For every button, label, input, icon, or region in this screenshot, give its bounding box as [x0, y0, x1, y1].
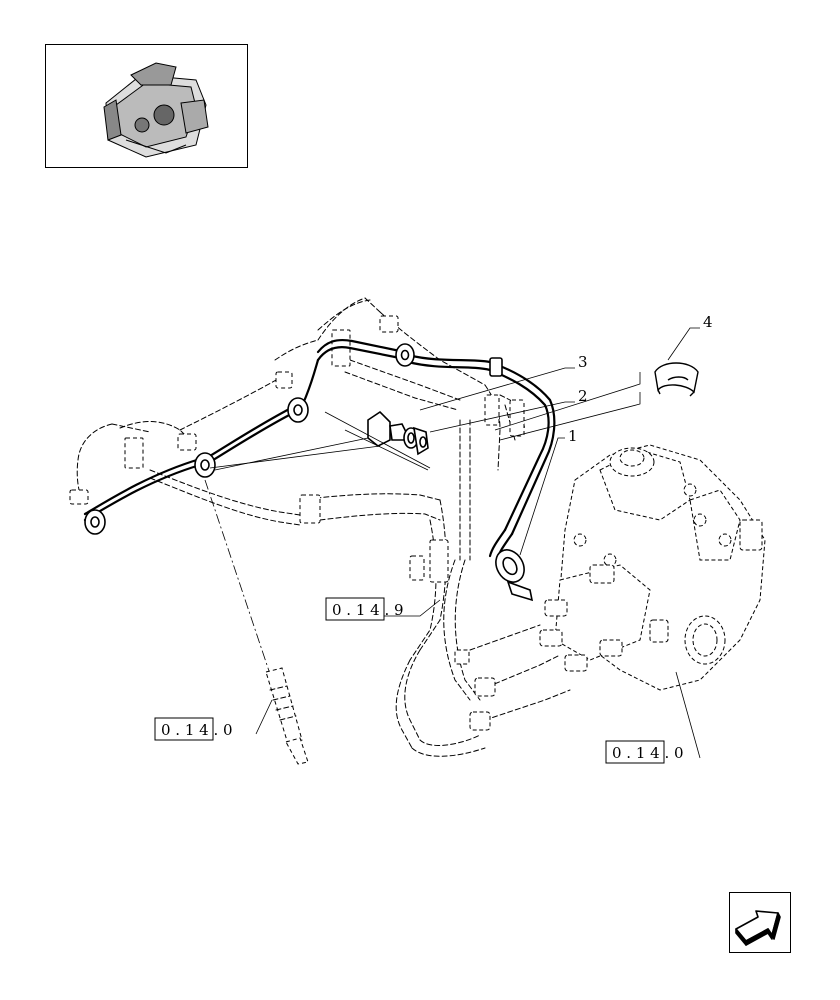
reference-injector[interactable]: 0 . 1 4 . 0 — [154, 717, 233, 741]
leak-off-pipe — [83, 338, 556, 602]
reference-pump[interactable]: 0 . 1 4 . 0 — [605, 740, 684, 764]
leader-lines — [209, 327, 701, 759]
engine-thumbnail-icon — [103, 62, 209, 158]
callout-1: 1 — [568, 427, 578, 445]
next-page-arrow-icon — [735, 910, 781, 946]
injection-pump — [454, 444, 766, 731]
callout-3: 3 — [578, 353, 588, 371]
reference-pipe-label: 0 . 1 4 . 9 — [332, 601, 404, 619]
next-page-button[interactable] — [729, 892, 791, 953]
injector — [204, 479, 309, 765]
reference-pipe[interactable]: 0 . 1 4 . 9 — [325, 597, 404, 621]
pipe-clip — [654, 362, 699, 397]
reference-injector-label: 0 . 1 4 . 0 — [161, 721, 233, 739]
callout-4: 4 — [703, 313, 713, 331]
engine-thumbnail[interactable] — [45, 44, 248, 168]
banjo-bolt-and-seal — [367, 410, 429, 456]
reference-pump-label: 0 . 1 4 . 0 — [612, 744, 684, 762]
callout-2: 2 — [578, 387, 588, 405]
